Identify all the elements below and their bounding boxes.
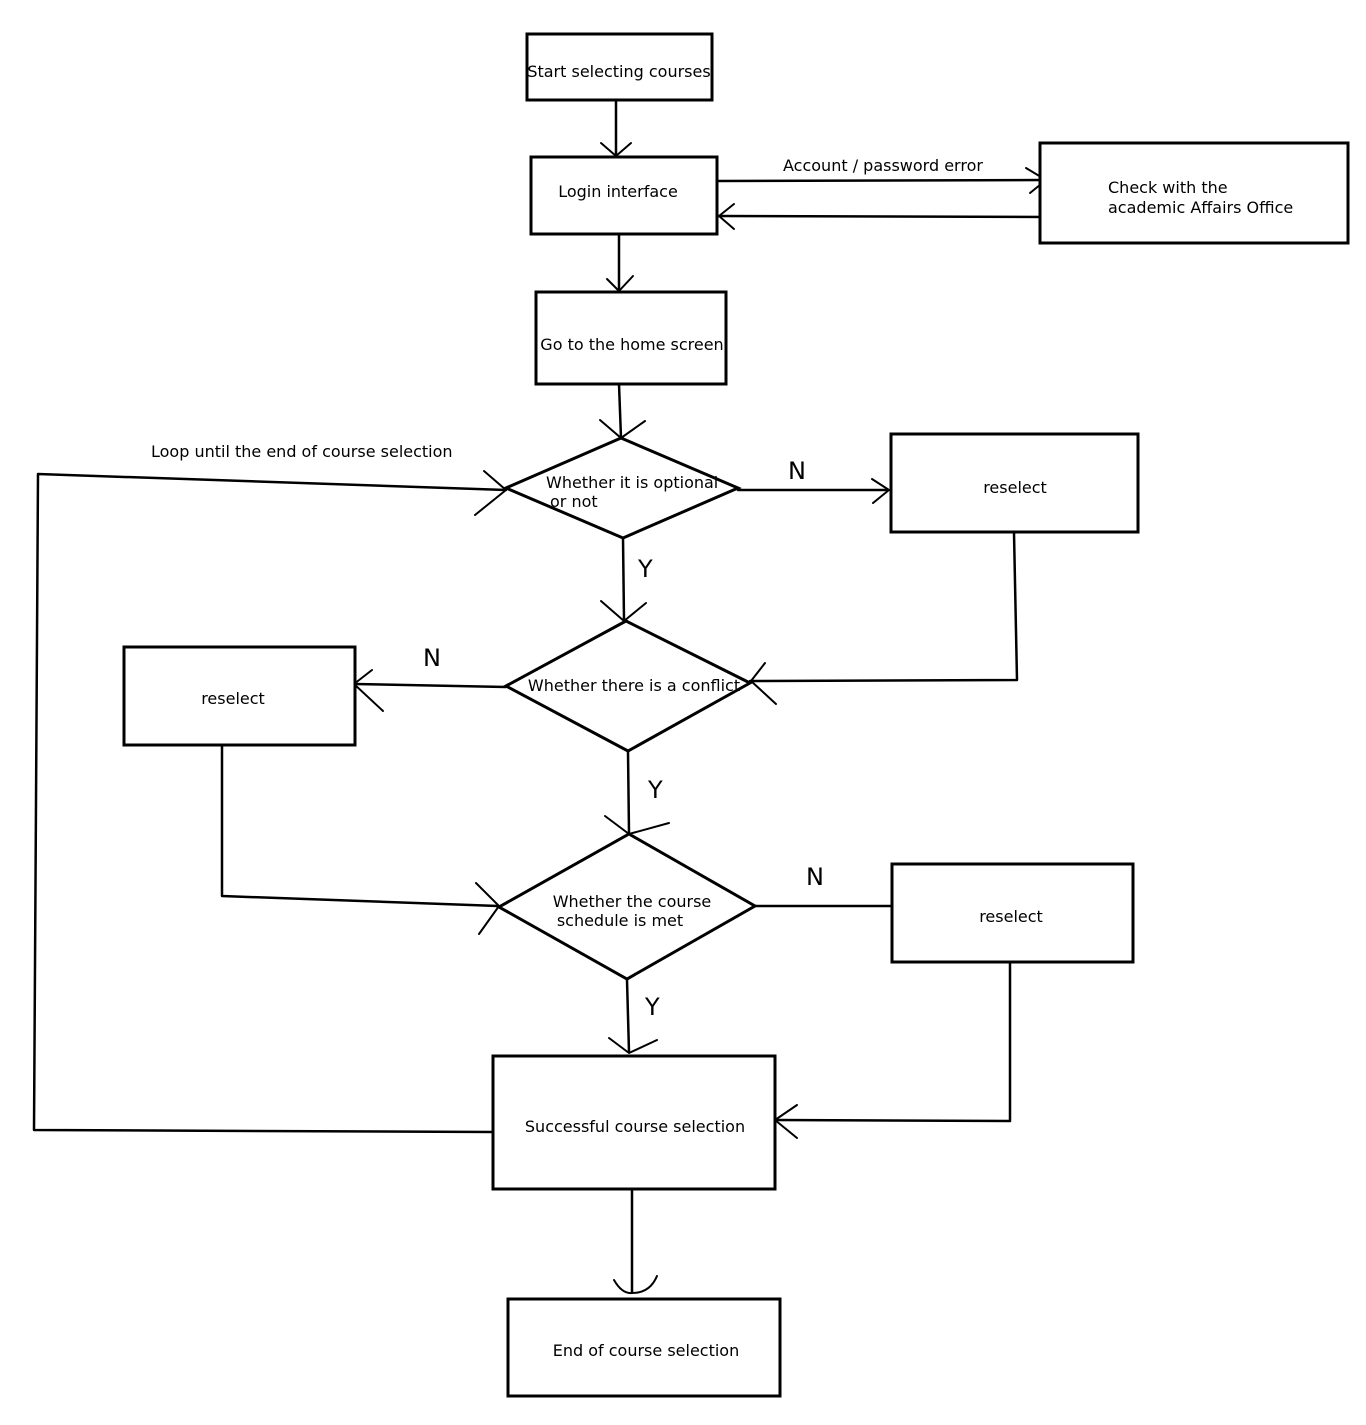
arrowhead-to-optional bbox=[599, 419, 646, 439]
reselect-label-2: reselect bbox=[201, 689, 265, 708]
edge-reselect3-to-success bbox=[773, 961, 1012, 1123]
schedule-label-line1: Whether the course bbox=[553, 892, 712, 911]
reselect-node-3 bbox=[890, 862, 1135, 964]
edge-schedule-yes bbox=[625, 978, 631, 1054]
check-office-node bbox=[1038, 141, 1350, 245]
edge-reselect1-to-conflict bbox=[748, 531, 1019, 683]
reselect-node-1 bbox=[889, 432, 1140, 534]
login-error-label: Account / password error bbox=[783, 156, 983, 175]
arrowhead-to-login-return bbox=[718, 203, 735, 230]
edge-reselect2-to-schedule bbox=[220, 744, 500, 908]
arrowhead-to-schedule-left bbox=[475, 882, 500, 935]
schedule-label-line2: schedule is met bbox=[557, 911, 683, 930]
login-label: Login interface bbox=[558, 182, 678, 201]
shapes bbox=[122, 32, 1350, 1398]
node-labels: Start selecting courses Login interface … bbox=[201, 62, 1293, 1360]
schedule-decision bbox=[495, 832, 759, 981]
success-node bbox=[491, 1054, 777, 1191]
start-label: Start selecting courses bbox=[527, 62, 710, 81]
optional-decision bbox=[502, 436, 742, 540]
reselect-label-1: reselect bbox=[983, 478, 1047, 497]
edge-check-to-login bbox=[716, 214, 1050, 219]
arrowhead-to-reselect-2 bbox=[353, 669, 384, 712]
check-label-line1: Check with the bbox=[1108, 178, 1228, 197]
conflict-no-label: N bbox=[423, 644, 441, 672]
edge-labels: Account / password error Loop until the … bbox=[151, 156, 983, 1021]
optional-no-label: N bbox=[788, 457, 806, 485]
reselect-label-3: reselect bbox=[979, 907, 1043, 926]
check-label-line2: academic Affairs Office bbox=[1108, 198, 1293, 217]
edge-home-to-optional bbox=[617, 382, 623, 440]
end-node bbox=[506, 1297, 782, 1398]
conflict-label: Whether there is a conflict bbox=[528, 676, 740, 695]
loop-label: Loop until the end of course selection bbox=[151, 442, 453, 461]
start-node bbox=[525, 32, 714, 102]
arrowhead-to-success-right bbox=[774, 1104, 798, 1139]
optional-label-line2: or not bbox=[550, 492, 598, 511]
schedule-no-label: N bbox=[806, 863, 824, 891]
edge-optional-yes bbox=[621, 536, 626, 622]
connectors bbox=[32, 98, 1050, 1294]
login-node bbox=[529, 155, 719, 236]
edge-conflict-yes bbox=[626, 750, 631, 835]
edge-conflict-no bbox=[353, 682, 508, 689]
home-node bbox=[534, 290, 728, 386]
arrowhead-loop bbox=[474, 470, 507, 516]
arrowhead-to-schedule-top bbox=[604, 815, 670, 835]
arrowhead-to-success-top bbox=[608, 1037, 658, 1054]
edge-login-to-check bbox=[715, 178, 1047, 183]
conflict-yes-label: Y bbox=[647, 776, 663, 804]
optional-label-line1: Whether it is optional bbox=[546, 473, 718, 492]
schedule-yes-label: Y bbox=[644, 993, 660, 1021]
arrowhead-to-reselect-1 bbox=[871, 478, 890, 504]
success-label: Successful course selection bbox=[525, 1117, 745, 1136]
edge-loop-back bbox=[32, 472, 508, 1134]
optional-yes-label: Y bbox=[637, 555, 653, 583]
conflict-decision bbox=[502, 619, 754, 753]
arrowhead-to-end bbox=[613, 1275, 658, 1295]
home-label: Go to the home screen bbox=[540, 335, 723, 354]
reselect-node-2 bbox=[122, 645, 357, 747]
arrowhead-to-conflict-right bbox=[750, 662, 777, 705]
end-label: End of course selection bbox=[553, 1341, 739, 1360]
